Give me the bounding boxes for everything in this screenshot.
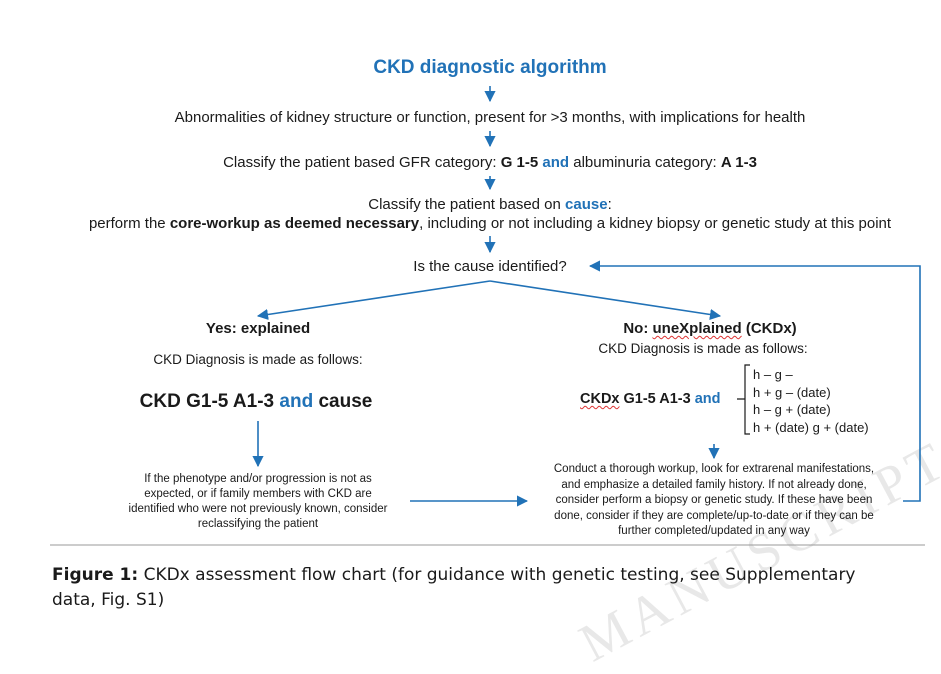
core-workup-suffix: , including or not including a kidney bi… <box>419 215 892 232</box>
note-line: identified who were not previously known… <box>128 503 388 515</box>
yes-heading: Yes: explained <box>205 320 311 337</box>
step-abnormalities: Abnormalities of kidney structure or fun… <box>174 109 806 126</box>
no-heading-suffix: (CKDx) <box>741 320 797 337</box>
gfr-category: G 1-5 <box>500 154 539 171</box>
figure-caption: Figure 1: CKDx assessment flow chart (fo… <box>52 563 856 613</box>
loop-back-arrow <box>588 260 921 502</box>
no-formula: CKDx G1-5 A1-3 and <box>580 391 720 407</box>
diagram-title: CKD diagnostic algorithm <box>373 57 607 78</box>
yes-formula: CKD G1-5 A1-3 and cause <box>140 391 373 413</box>
no-formula-ckdx: CKDx <box>580 391 620 407</box>
core-workup-prefix: perform the <box>88 215 170 232</box>
step-classify-gfr-prefix: Classify the patient based GFR category: <box>223 154 501 171</box>
caption-line1: Figure 1: CKDx assessment flow chart (fo… <box>52 563 856 588</box>
workup-line: and emphasize a detailed family history.… <box>561 478 867 491</box>
no-heading: No: uneXplained (CKDx) <box>623 320 796 337</box>
no-formula-and: and <box>694 391 721 407</box>
hg-option: h – g – <box>753 367 793 382</box>
hg-option: h – g + (date) <box>753 402 831 417</box>
yes-reclassify-note: If the phenotype and/or progression is n… <box>129 472 388 532</box>
step-classify-cause: Classify the patient based on cause: <box>368 196 612 213</box>
step-core-workup: perform the core-workup as deemed necess… <box>89 215 891 232</box>
no-heading-prefix: No: <box>623 320 653 337</box>
cause-word: cause <box>565 196 608 213</box>
flow-arrows <box>50 86 925 546</box>
yes-formula-and: and <box>279 391 314 412</box>
question-cause-identified: Is the cause identified? <box>413 258 567 275</box>
workup-line: done, consider if they are complete/up-t… <box>554 509 874 522</box>
yes-formula-part2: cause <box>313 391 373 412</box>
cause-line1-suffix: : <box>607 196 612 213</box>
yes-made-as: CKD Diagnosis is made as follows: <box>153 352 363 367</box>
cause-line1-prefix: Classify the patient based on <box>368 196 566 213</box>
step-classify-gfr: Classify the patient based GFR category:… <box>223 154 757 171</box>
arrow-question-no <box>489 280 722 321</box>
hg-options-list: h – g – h + g – (date) h – g + (date) h … <box>753 366 869 436</box>
and-connector: and <box>538 154 574 171</box>
note-line: If the phenotype and/or progression is n… <box>144 473 372 485</box>
arrow-question-yes <box>256 280 491 321</box>
workup-line: Conduct a thorough workup, look for extr… <box>553 463 875 475</box>
core-workup-bold: core-workup as deemed necessary <box>169 215 420 232</box>
albuminuria-label: albuminuria category: <box>573 154 721 171</box>
no-workup-text: Conduct a thorough workup, look for extr… <box>554 462 874 540</box>
no-made-as: CKD Diagnosis is made as follows: <box>598 341 808 356</box>
albuminuria-category: A 1-3 <box>720 154 757 171</box>
hg-option: h + g – (date) <box>753 384 831 400</box>
workup-line: further completed/updated in any way <box>618 525 810 537</box>
workup-line: consider perform a biopsy or genetic stu… <box>555 494 873 506</box>
yes-formula-part1: CKD G1-5 A1-3 <box>139 391 280 412</box>
hg-option: h + (date) g + (date) <box>753 419 869 435</box>
caption-label: Figure 1: <box>52 565 139 585</box>
note-line: expected, or if family members with CKD … <box>144 488 372 500</box>
note-line: reclassifying the patient <box>197 518 319 530</box>
no-heading-word: uneXplained <box>652 320 742 337</box>
caption-line2: data, Fig. S1) <box>52 590 165 610</box>
options-bracket <box>737 364 750 435</box>
caption-text: CKDx assessment flow chart (for guidance… <box>138 565 856 585</box>
no-formula-categories: G1-5 A1-3 <box>619 391 695 407</box>
